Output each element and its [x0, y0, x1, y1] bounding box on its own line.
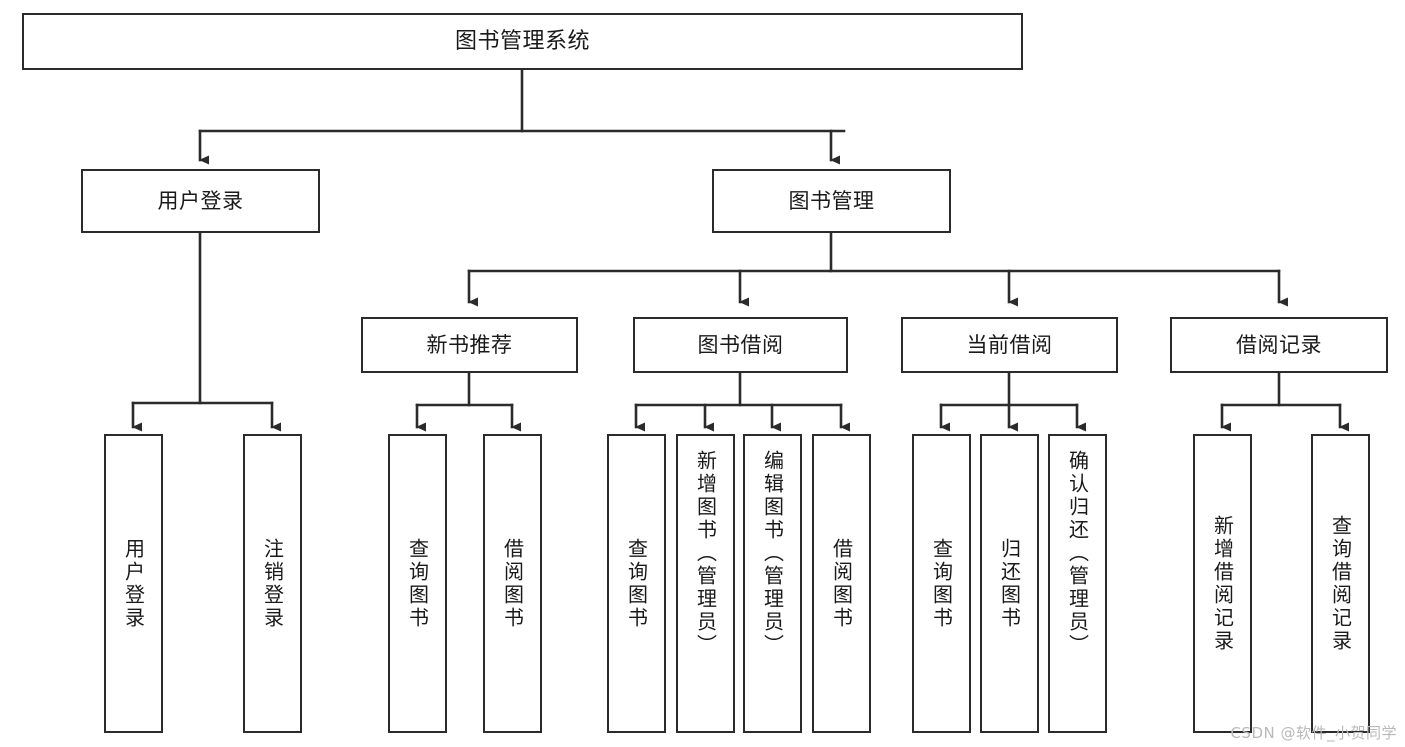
node-leaf-rec-borrow-book-label: 借阅图书 [500, 537, 525, 630]
node-current-borrow-label: 当前借阅 [966, 332, 1053, 357]
node-root[interactable]: 图书管理系统 [22, 13, 1023, 70]
node-book-borrow[interactable]: 图书借阅 [633, 317, 848, 373]
node-leaf-current-query-book[interactable]: 查询图书 [912, 434, 971, 733]
node-leaf-user-logout-label: 注销登录 [260, 537, 285, 630]
node-leaf-borrow-edit-book[interactable]: 编辑图书（管理员） [743, 434, 802, 733]
node-leaf-current-confirm-return-label: 确认归还（管理员） [1065, 450, 1090, 657]
node-leaf-borrow-borrow-book-label: 借阅图书 [829, 537, 854, 630]
node-leaf-current-confirm-return[interactable]: 确认归还（管理员） [1048, 434, 1107, 733]
node-leaf-record-query-label: 查询借阅记录 [1328, 514, 1353, 653]
csdn-watermark: CSDN @软件_小贺同学 [1230, 724, 1397, 742]
node-leaf-user-login-label: 用户登录 [121, 537, 146, 630]
node-new-book-rec-label: 新书推荐 [426, 332, 513, 357]
node-current-borrow[interactable]: 当前借阅 [901, 317, 1118, 373]
node-leaf-current-return-book[interactable]: 归还图书 [980, 434, 1039, 733]
node-leaf-rec-borrow-book[interactable]: 借阅图书 [483, 434, 542, 733]
node-leaf-borrow-add-book[interactable]: 新增图书（管理员） [676, 434, 735, 733]
node-leaf-record-add[interactable]: 新增借阅记录 [1193, 434, 1252, 733]
node-leaf-record-add-label: 新增借阅记录 [1210, 514, 1235, 653]
node-leaf-borrow-borrow-book[interactable]: 借阅图书 [812, 434, 871, 733]
node-borrow-record-label: 借阅记录 [1236, 332, 1322, 357]
node-leaf-borrow-add-book-label: 新增图书（管理员） [693, 450, 718, 657]
node-borrow-record[interactable]: 借阅记录 [1170, 317, 1388, 373]
node-user-login[interactable]: 用户登录 [81, 169, 320, 233]
node-book-borrow-label: 图书借阅 [697, 332, 784, 357]
node-book-manage[interactable]: 图书管理 [712, 169, 951, 233]
node-leaf-user-logout[interactable]: 注销登录 [243, 434, 302, 733]
node-new-book-rec[interactable]: 新书推荐 [361, 317, 578, 373]
node-leaf-borrow-edit-book-label: 编辑图书（管理员） [760, 450, 785, 657]
node-leaf-rec-query-book[interactable]: 查询图书 [388, 434, 447, 733]
node-leaf-current-query-book-label: 查询图书 [929, 537, 954, 630]
node-leaf-borrow-query-book-label: 查询图书 [624, 537, 649, 630]
node-root-label: 图书管理系统 [454, 28, 590, 54]
node-user-login-label: 用户登录 [157, 188, 244, 213]
node-book-manage-label: 图书管理 [788, 188, 875, 213]
node-leaf-rec-query-book-label: 查询图书 [405, 537, 430, 630]
node-leaf-borrow-query-book[interactable]: 查询图书 [607, 434, 666, 733]
node-leaf-user-login[interactable]: 用户登录 [104, 434, 163, 733]
node-leaf-current-return-book-label: 归还图书 [997, 537, 1022, 630]
node-leaf-record-query[interactable]: 查询借阅记录 [1311, 434, 1370, 733]
